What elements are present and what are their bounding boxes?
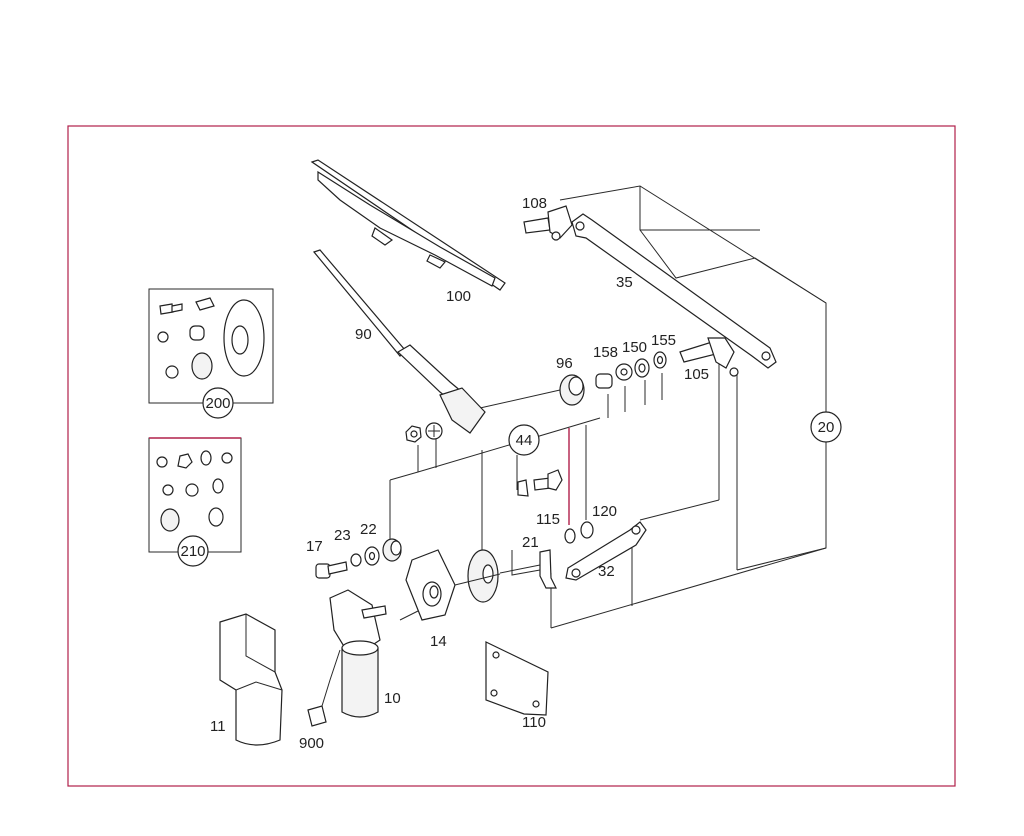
linkage-rod-35[interactable] bbox=[571, 213, 777, 369]
spindle-105[interactable] bbox=[679, 337, 739, 377]
bolt-17[interactable] bbox=[315, 561, 348, 579]
callout-44-label: 44 bbox=[516, 432, 533, 449]
callout-115: 115 bbox=[536, 511, 560, 528]
callout-44: 44 bbox=[508, 424, 540, 456]
washer-115[interactable] bbox=[564, 528, 576, 544]
bolt-screw[interactable] bbox=[533, 469, 563, 491]
cover-11[interactable] bbox=[219, 613, 283, 746]
spindle-108[interactable] bbox=[523, 205, 573, 241]
bracket-21[interactable] bbox=[539, 549, 557, 589]
callout-200: 200 bbox=[202, 387, 234, 419]
assembly-outline-lines bbox=[389, 185, 827, 629]
spacer[interactable] bbox=[382, 538, 402, 562]
callout-20: 20 bbox=[810, 411, 842, 443]
callout-22: 22 bbox=[360, 521, 377, 538]
callout-200-label: 200 bbox=[205, 395, 230, 412]
wiper-blade-100[interactable] bbox=[310, 159, 506, 291]
washer-155[interactable] bbox=[634, 358, 650, 378]
crank-arm-32[interactable] bbox=[565, 521, 647, 581]
diagram-frame bbox=[67, 125, 956, 787]
callout-155: 155 bbox=[651, 332, 676, 349]
callout-11: 11 bbox=[210, 718, 226, 735]
callout-105: 105 bbox=[684, 366, 709, 383]
mounting-plate-14[interactable] bbox=[405, 549, 456, 621]
washer-44[interactable] bbox=[425, 422, 443, 440]
connector-900[interactable] bbox=[307, 649, 341, 727]
callout-150: 150 bbox=[622, 339, 647, 356]
washer-23[interactable] bbox=[350, 553, 362, 567]
callout-210: 210 bbox=[177, 535, 209, 567]
callout-90: 90 bbox=[355, 326, 372, 343]
callout-35: 35 bbox=[616, 274, 633, 291]
callout-210-label: 210 bbox=[180, 543, 205, 560]
callout-21: 21 bbox=[522, 534, 539, 551]
kit-box-210[interactable] bbox=[148, 437, 242, 553]
bushing-22[interactable] bbox=[364, 546, 380, 566]
callout-23: 23 bbox=[334, 527, 351, 544]
wiper-motor-10[interactable] bbox=[329, 589, 387, 718]
bushing-96[interactable] bbox=[559, 374, 585, 406]
callout-158: 158 bbox=[593, 344, 618, 361]
callout-120: 120 bbox=[592, 503, 617, 520]
callout-110: 110 bbox=[522, 714, 546, 731]
callout-32: 32 bbox=[598, 563, 615, 580]
nut-44[interactable] bbox=[405, 425, 422, 443]
callout-20-label: 20 bbox=[818, 419, 835, 436]
kit-box-200[interactable] bbox=[148, 288, 274, 404]
callout-108: 108 bbox=[522, 195, 547, 212]
washer-155b[interactable] bbox=[653, 351, 667, 369]
bracket-clip[interactable] bbox=[517, 479, 529, 497]
bracket-plate-110[interactable] bbox=[485, 641, 549, 716]
callout-96: 96 bbox=[556, 355, 573, 372]
callout-10: 10 bbox=[384, 690, 401, 707]
callout-100: 100 bbox=[446, 288, 471, 305]
callout-900: 900 bbox=[299, 735, 324, 752]
sleeve-158[interactable] bbox=[595, 373, 613, 389]
flange-disk[interactable] bbox=[454, 549, 501, 603]
nut-120[interactable] bbox=[580, 521, 594, 539]
callout-17: 17 bbox=[306, 538, 323, 555]
nut-150[interactable] bbox=[615, 363, 633, 381]
wiper-arm-90[interactable] bbox=[312, 249, 486, 434]
callout-14: 14 bbox=[430, 633, 447, 650]
